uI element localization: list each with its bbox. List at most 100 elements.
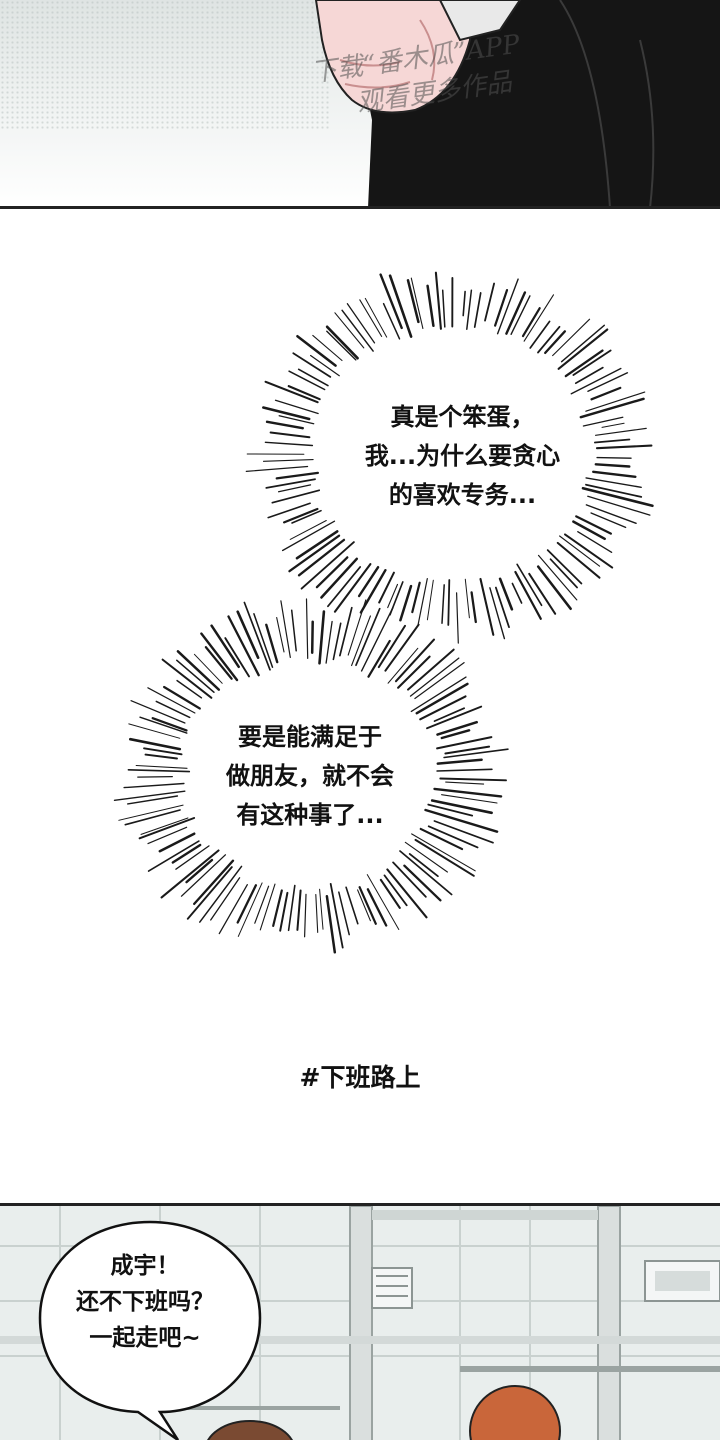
burst-line [199,865,243,923]
burst-line [436,736,493,750]
thought-2-line-2: 做朋友，就不会 [226,762,394,790]
burst-line [366,874,400,930]
burst-line [347,599,367,656]
burst-line [291,509,322,524]
burst-line [419,827,464,851]
burst-line [275,471,319,480]
burst-line [546,549,583,585]
burst-line [436,758,483,765]
burst-line [140,817,189,835]
burst-line [287,884,296,932]
burst-line [295,530,339,560]
burst-line [351,615,371,667]
burst-line [564,533,614,569]
burst-line [274,399,319,415]
burst-line [419,695,467,721]
burst-line [587,372,629,392]
burst-line [325,895,337,954]
burst-line [269,431,311,439]
burst-line [144,753,178,760]
thought-1-line-1: 真是个笨蛋， [390,403,535,431]
burst-line [259,883,276,931]
burst-line [176,679,203,699]
burst-line [358,886,377,925]
figure-illustration [314,0,720,208]
burst-line [137,775,173,778]
burst-line [339,606,353,657]
top-panel: 下载“番木瓜”APP 观看更多作品 [0,0,720,208]
burst-line [595,444,653,450]
burst-line [585,477,642,488]
burst-line [265,623,279,664]
burst-line [590,386,622,401]
burst-line [176,659,215,694]
burst-line [594,463,631,468]
thought-burst-1 [245,271,654,644]
burst-line [560,324,605,363]
burst-line [581,486,654,508]
thought-burst-2 [113,598,509,954]
burst-line [243,601,271,671]
burst-line [227,615,260,677]
burst-line [287,385,321,401]
burst-line [193,653,223,684]
burst-line [218,884,248,935]
burst-line [590,512,627,529]
burst-line [433,707,466,722]
burst-line [427,825,479,849]
burst-line [185,858,214,884]
burst-line [510,295,531,335]
burst-line [124,809,181,826]
burst-line [271,489,321,504]
burst-line [572,520,606,541]
burst-line [279,891,289,932]
burst-line [304,893,307,938]
thought-1-line-2: 我...为什么要贪心 [364,442,561,470]
burst-line [564,349,604,378]
burst-line [424,808,499,833]
burst-line [447,579,451,626]
burst-line [151,717,188,732]
burst-line [333,563,372,613]
burst-line [210,877,241,921]
burst-line [193,859,235,906]
burst-line [288,370,326,391]
burst-line [415,682,469,715]
burst-line [357,889,371,922]
burst-line [473,292,482,328]
burst-line [386,868,428,919]
burst-line [135,764,188,769]
burst-line [387,647,419,684]
burst-line [280,600,291,659]
burst-line [427,803,474,817]
burst-line [529,320,551,349]
thought-text-2: 要是能满足于 做朋友，就不会 有这种事了... [185,718,435,835]
burst-line [433,787,503,798]
burst-line [160,849,220,899]
burst-line [470,591,477,624]
burst-line [441,794,498,804]
burst-line [315,893,319,933]
burst-line [147,826,188,845]
burst-line [297,368,329,387]
burst-line [404,841,448,873]
scene-caption: #下班路上 [299,1063,421,1092]
burst-line [505,291,527,335]
burst-line [367,639,391,678]
burst-line [426,579,434,621]
burst-line [514,570,542,620]
burst-line [296,334,337,367]
burst-line [338,891,350,936]
burst-line [320,557,359,599]
burst-line [129,737,182,751]
burst-line [180,854,227,897]
burst-line [552,318,591,357]
screentone-texture [0,0,330,130]
burst-line [319,888,324,930]
burst-line [585,483,643,498]
burst-line [379,273,403,330]
burst-line [236,884,258,924]
burst-line [364,297,388,338]
burst-line [575,515,613,535]
